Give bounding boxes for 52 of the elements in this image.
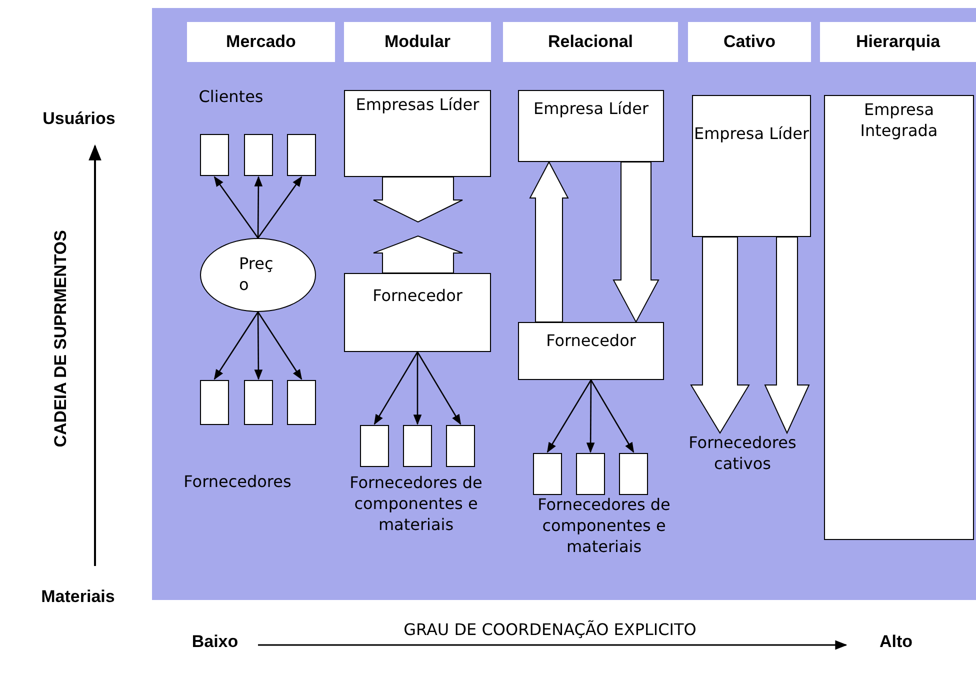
axis-label: Materiais bbox=[40, 586, 116, 608]
block-arrow bbox=[373, 176, 463, 223]
small-box bbox=[287, 380, 316, 425]
small-box bbox=[244, 134, 273, 176]
column-label: Clientes bbox=[198, 87, 264, 108]
arrow bbox=[546, 380, 592, 453]
arrow bbox=[590, 380, 634, 453]
small-box bbox=[533, 453, 562, 495]
column-header: Modular bbox=[344, 22, 491, 62]
small-box bbox=[360, 425, 389, 467]
block-arrow bbox=[690, 236, 750, 434]
axis-label: Baixo bbox=[190, 631, 240, 653]
column-header: Relacional bbox=[503, 22, 678, 62]
small-box bbox=[200, 134, 229, 176]
column-header: Mercado bbox=[187, 22, 335, 62]
column-label: Fornecedores bbox=[182, 472, 292, 493]
small-box bbox=[200, 380, 229, 425]
column-label: Fornecedores de componentes e materiais bbox=[348, 473, 484, 536]
column-header: Cativo bbox=[688, 22, 811, 62]
block-arrow bbox=[764, 236, 810, 434]
arrow bbox=[257, 176, 302, 238]
small-box bbox=[287, 134, 316, 176]
axis-label: Usuários bbox=[42, 108, 116, 130]
small-box bbox=[403, 425, 432, 467]
small-box bbox=[576, 453, 605, 495]
arrow bbox=[254, 312, 263, 380]
arrow bbox=[413, 352, 422, 426]
axis-title: GRAU DE COORDENAÇÃO EXPLICITO bbox=[402, 620, 698, 641]
company-box: Empresas Líder bbox=[344, 90, 491, 177]
company-box: Fornecedor bbox=[344, 273, 491, 352]
supplier-label: Fornecedores cativos bbox=[670, 433, 815, 495]
small-box bbox=[619, 453, 648, 495]
arrow bbox=[374, 352, 418, 425]
small-box bbox=[244, 380, 273, 425]
axis-title: CADEIA DE SUPRMENTOS bbox=[50, 230, 71, 448]
arrow bbox=[254, 176, 263, 238]
arrow bbox=[586, 380, 595, 454]
column-label: Fornecedores de componentes e materiais bbox=[536, 495, 672, 558]
company-box: Empresa Líder bbox=[518, 90, 664, 162]
company-box: Fornecedor bbox=[518, 322, 664, 380]
column-header: Hierarquia bbox=[820, 22, 976, 62]
axis-label: Alto bbox=[878, 631, 914, 653]
arrow bbox=[416, 352, 462, 425]
arrow bbox=[257, 312, 302, 380]
arrow bbox=[214, 312, 259, 380]
block-arrow bbox=[529, 160, 569, 322]
arrow bbox=[214, 176, 259, 238]
block-arrow bbox=[612, 162, 660, 324]
block-arrow bbox=[373, 235, 463, 274]
company-box: Empresa Líder bbox=[692, 95, 811, 237]
small-box bbox=[446, 425, 475, 467]
company-box: Empresa Integrada bbox=[824, 95, 974, 540]
